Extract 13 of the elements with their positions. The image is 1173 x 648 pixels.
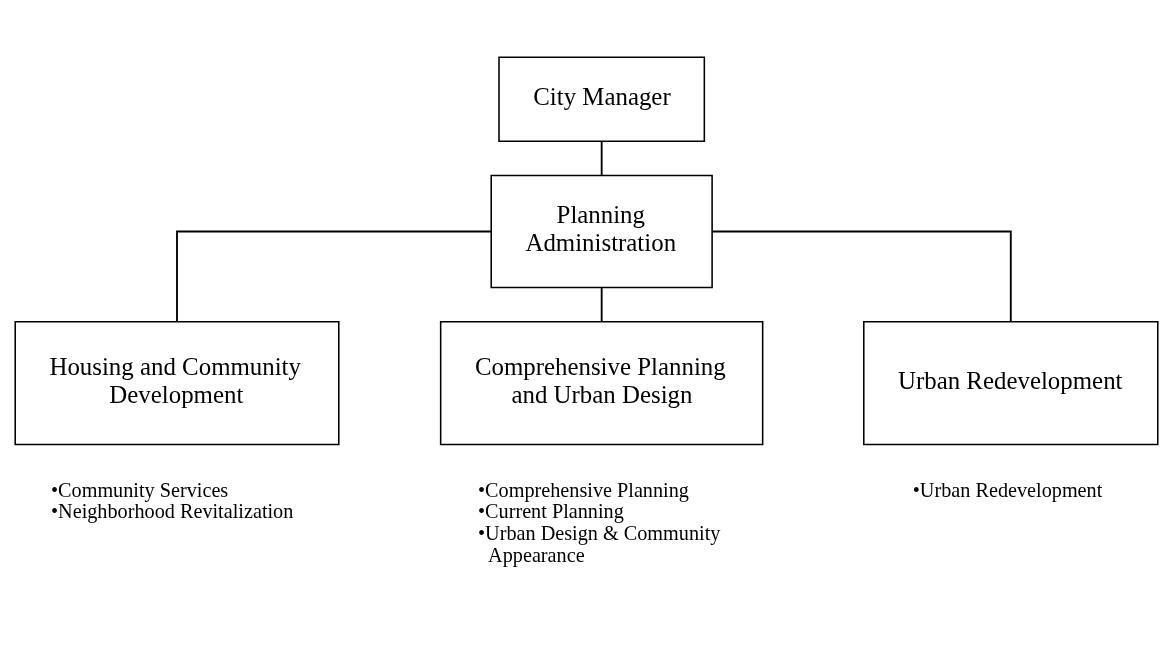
connector	[711, 230, 1012, 323]
node-label: •Comprehensive Planning	[478, 478, 689, 501]
node-box: City Manager	[498, 56, 706, 142]
node-label: •Urban Redevelopment	[912, 478, 1103, 501]
node-label: •Urban Design & Community Appearance	[478, 522, 721, 566]
connector	[600, 286, 603, 323]
node-label: •Community Services	[51, 478, 229, 501]
node-box: Urban Redevelopment	[863, 320, 1159, 446]
node-box: Planning Administration	[490, 174, 713, 289]
connector	[176, 230, 493, 323]
node-box: Comprehensive Planning and Urban Design	[439, 320, 764, 446]
node-box: Housing and Community Development	[14, 320, 340, 446]
connector	[600, 140, 603, 176]
